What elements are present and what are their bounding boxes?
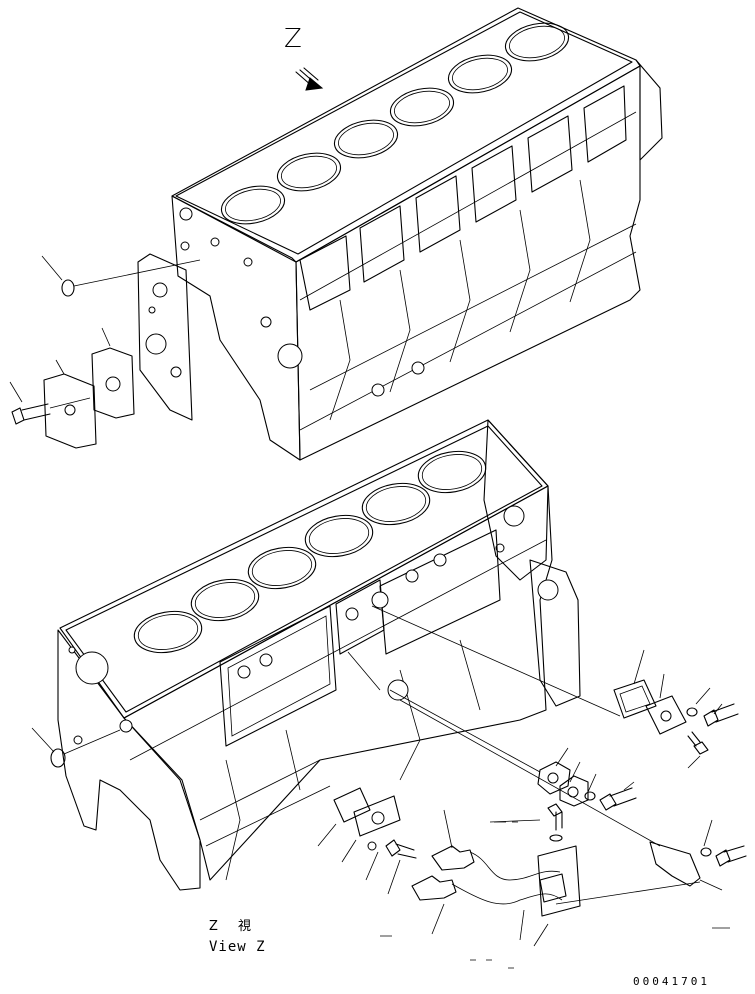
upper-left-exploded-parts bbox=[9, 255, 201, 449]
lower-cylinder-block bbox=[59, 419, 581, 881]
lower-exploded-parts bbox=[317, 605, 747, 969]
drawing-number: 00041701 bbox=[633, 975, 710, 988]
view-label: View Z bbox=[209, 939, 266, 955]
view-direction-arrow-icon bbox=[295, 67, 324, 91]
lower-front-gear-case bbox=[31, 629, 201, 891]
view-kanji-label: Z 視 bbox=[209, 919, 260, 934]
upper-cylinder-block bbox=[171, 7, 663, 461]
view-letter: Z bbox=[284, 24, 302, 54]
upper-front-gear-case bbox=[137, 253, 193, 421]
